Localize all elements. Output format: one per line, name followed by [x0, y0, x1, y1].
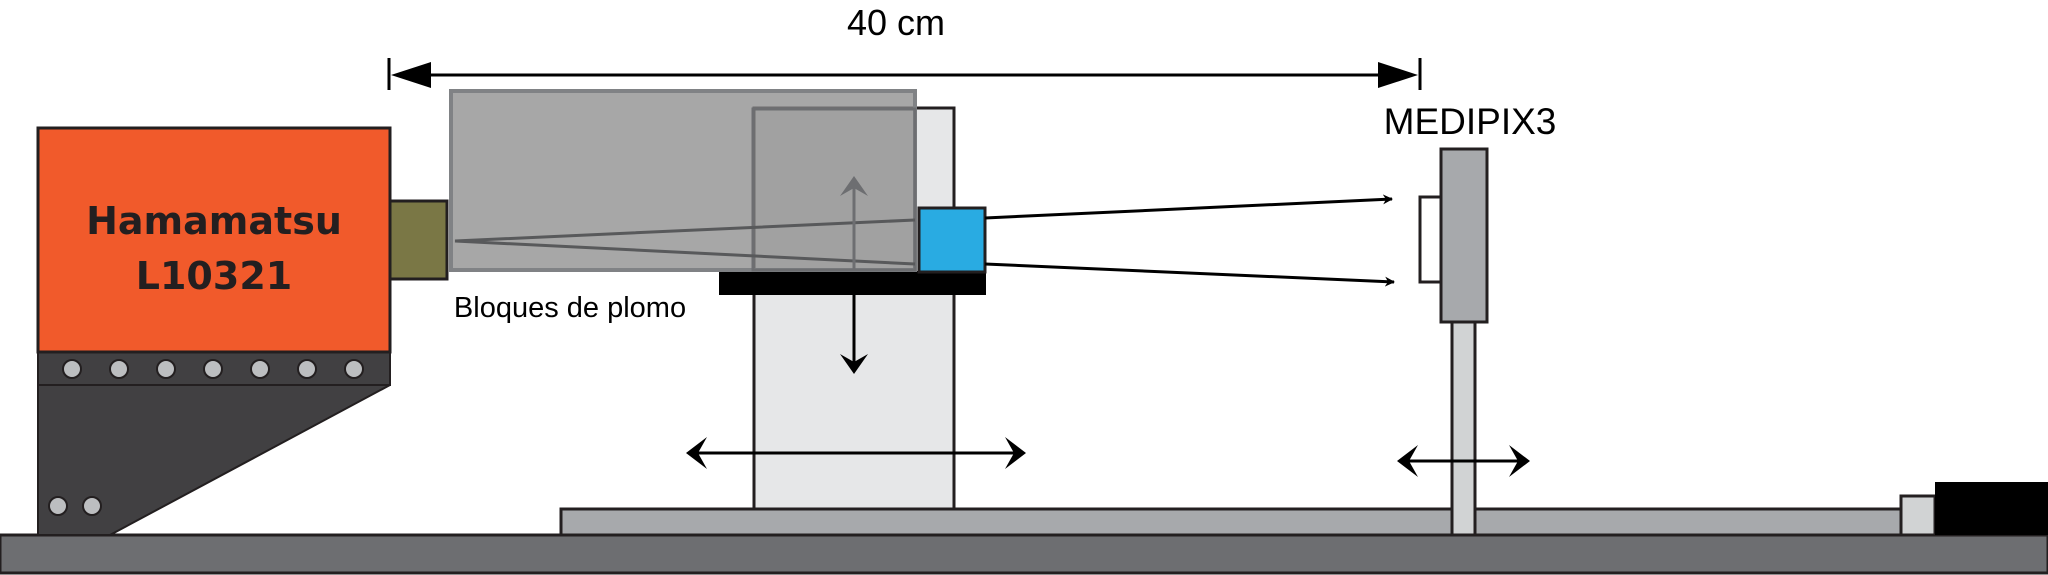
detector-chip [1418, 195, 1443, 284]
source-model-line1: Hamamatsu [86, 199, 342, 243]
source-bracket [37, 384, 391, 536]
sample-horizontal-arrow [686, 437, 1026, 469]
detector-body [1439, 147, 1489, 324]
vertical-up-arrow [840, 176, 868, 270]
distance-dimension-line [387, 58, 1422, 90]
lead-blocks-label: Bloques de plomo [454, 292, 686, 324]
collimator [388, 199, 449, 281]
detector-horizontal-arrow [1397, 445, 1530, 477]
vertical-down-arrow [840, 295, 868, 374]
beam-ray-upper [984, 194, 1393, 220]
source-model-line2: L10321 [136, 254, 292, 298]
beam-cone-inner [454, 218, 916, 266]
bracket-screws [48, 359, 364, 516]
sample [917, 206, 987, 274]
distance-label: 40 cm [847, 2, 945, 43]
sample-stage-plate [719, 271, 986, 295]
beam-ray-lower [984, 262, 1395, 287]
detector-post [1450, 320, 1477, 537]
rail-end-block [1935, 482, 2048, 535]
xray-source-housing [36, 126, 392, 354]
lead-blocks-inner-outline [751, 107, 917, 272]
optical-rail [559, 507, 1903, 537]
detector-label: MEDIPIX3 [1384, 101, 1557, 142]
rail-end-stop [1899, 494, 1937, 537]
base-plate [0, 533, 2048, 575]
